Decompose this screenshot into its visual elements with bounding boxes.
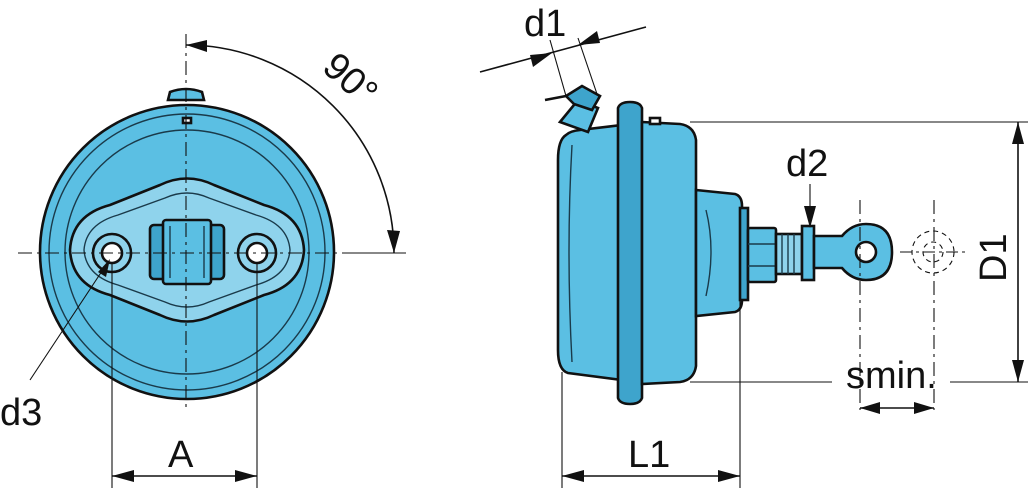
front-view xyxy=(38,87,336,401)
d1-label: d1 xyxy=(524,3,566,45)
A-arrow-right xyxy=(235,470,257,482)
d1-extension-left xyxy=(549,39,567,97)
smin-arrow-right xyxy=(914,402,934,414)
d3-leader-line xyxy=(29,261,109,381)
smin-arrow-left xyxy=(860,402,880,414)
front-housing-rim-ring xyxy=(64,129,310,375)
side-view xyxy=(544,84,894,406)
angle-dimension-arc xyxy=(185,44,395,254)
side-hex-nut xyxy=(746,226,778,284)
front-flange-inner-outline xyxy=(83,192,291,308)
front-center-core xyxy=(161,218,213,286)
side-inlet-cap xyxy=(563,84,602,112)
smin-label: smin. xyxy=(846,355,937,397)
d1-arrow-right xyxy=(578,31,600,45)
D1-arrow-bottom xyxy=(1012,360,1024,382)
angle-arrow-top xyxy=(186,40,207,52)
L1-label: L1 xyxy=(628,434,670,476)
d3-leader-arrow xyxy=(98,259,110,277)
A-label: A xyxy=(168,434,194,476)
side-rear-cover xyxy=(556,123,624,382)
L1-arrow-right xyxy=(718,470,740,482)
side-lock-nut xyxy=(800,224,816,282)
side-hub xyxy=(694,188,744,318)
side-front-housing xyxy=(640,120,698,386)
d2-label: d2 xyxy=(786,143,828,185)
L1-arrow-left xyxy=(562,470,584,482)
d3-label: d3 xyxy=(0,392,42,434)
D1-arrow-top xyxy=(1012,122,1024,144)
front-housing-inner-ring xyxy=(48,113,326,391)
angle-label: 90° xyxy=(315,45,386,115)
side-clevis-pin-hole xyxy=(854,240,878,264)
d1-dimension-line xyxy=(479,26,647,73)
side-threaded-rod xyxy=(774,232,804,276)
d1-extension-right xyxy=(577,37,598,95)
angle-arrow-right xyxy=(387,230,400,253)
d2-leader-arrow xyxy=(804,206,816,228)
D1-label: D1 xyxy=(973,233,1015,282)
d1-arrow-left xyxy=(530,53,552,67)
side-clevis xyxy=(812,222,894,282)
A-arrow-left xyxy=(112,470,134,482)
side-clamp-ring xyxy=(616,100,644,406)
